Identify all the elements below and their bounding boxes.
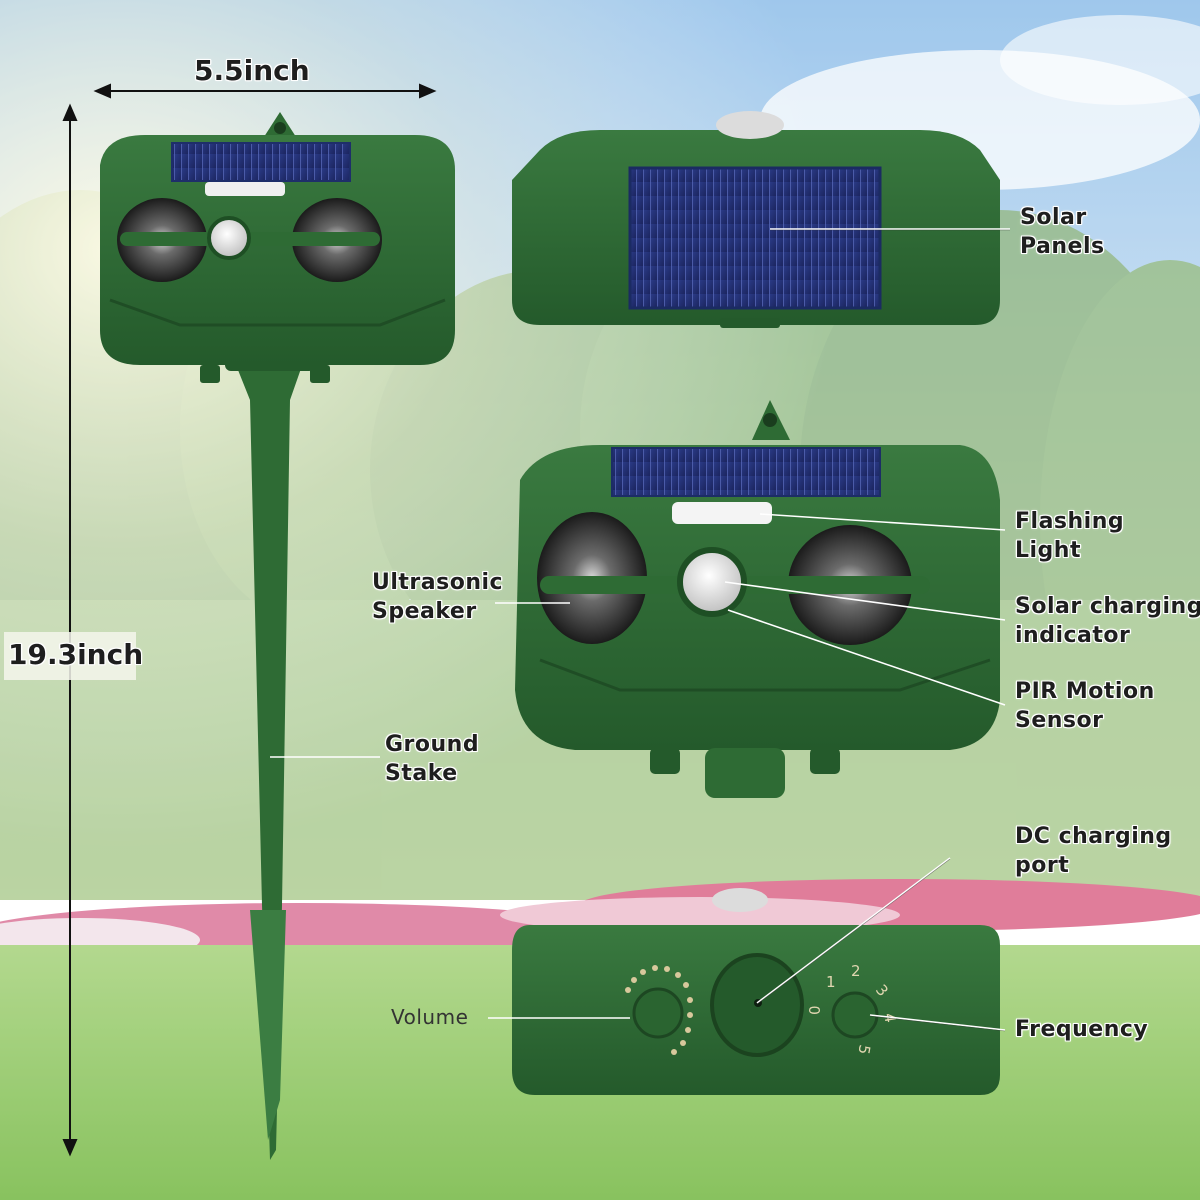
volume-label: Volume bbox=[391, 1005, 469, 1029]
device-on-stake bbox=[100, 112, 455, 1160]
height-label: 19.3inch bbox=[8, 638, 144, 671]
pir-sensor-front bbox=[677, 547, 747, 617]
leader-line-shadows bbox=[756, 229, 1010, 1032]
height-label-backdrop bbox=[4, 632, 136, 680]
volume-scale bbox=[625, 965, 693, 1055]
leader-lines bbox=[270, 228, 1010, 1031]
frequency-mark: 1 bbox=[826, 973, 836, 991]
device-top-view bbox=[512, 111, 1000, 328]
frequency-mark: 5 bbox=[854, 1043, 873, 1056]
frequency-label: Frequency bbox=[1015, 1017, 1149, 1042]
solar-panel-large bbox=[628, 166, 882, 310]
ground-stake bbox=[234, 360, 304, 1160]
device-front-view bbox=[515, 400, 1000, 798]
frequency-mark: 0 bbox=[806, 1005, 824, 1015]
device-body-front bbox=[100, 135, 455, 365]
volume-knob bbox=[632, 987, 684, 1039]
flashing-light-strip bbox=[672, 502, 772, 524]
height-dimension-line bbox=[62, 103, 78, 1157]
pir-sensor-small bbox=[207, 216, 251, 260]
solar-panel-small bbox=[171, 142, 351, 182]
device-bottom-view: 0 1 2 3 4 5 bbox=[512, 888, 1000, 1095]
frequency-mark: 2 bbox=[851, 962, 861, 980]
solar-panel-front bbox=[611, 447, 881, 497]
led-strip bbox=[205, 182, 285, 196]
width-dimension-line bbox=[93, 83, 437, 99]
width-label: 5.5inch bbox=[194, 54, 310, 87]
